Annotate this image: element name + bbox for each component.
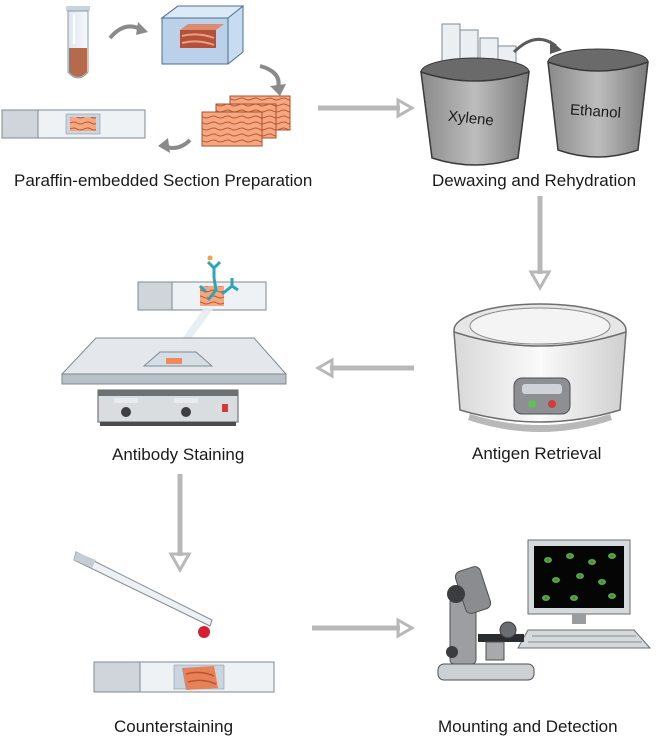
monitor-icon <box>527 539 631 624</box>
xylene-label: Xylene <box>447 108 494 130</box>
test-tube-icon <box>66 6 90 79</box>
step-label-counterstaining: Counterstaining <box>114 717 234 736</box>
step-4-illustration <box>60 255 288 426</box>
step-5-illustration <box>73 551 275 693</box>
tissue-sections-icon <box>201 95 291 147</box>
pipette-icon <box>73 551 213 638</box>
step-label-section-preparation: Paraffin-embedded Section Preparation <box>14 171 313 190</box>
pressure-cooker-icon <box>453 303 627 432</box>
step-1-illustration <box>1 5 291 153</box>
shaker-platform-icon <box>60 337 288 426</box>
reagent-bucket-icon: Ethanol <box>547 48 649 158</box>
fluorescent-cells <box>542 553 616 601</box>
embedding-cassette-icon <box>160 5 245 65</box>
step-label-mounting-detection: Mounting and Detection <box>438 717 618 736</box>
step-label-antigen-retrieval: Antigen Retrieval <box>472 444 602 463</box>
microscope-slide-icon <box>1 109 146 139</box>
step-6-illustration <box>437 539 652 681</box>
antibody-icon <box>198 255 239 301</box>
microscope-slide-icon <box>93 661 275 693</box>
microscope-icon <box>437 566 535 681</box>
step-2-illustration: Xylene Ethanol <box>420 23 649 166</box>
step-label-dewaxing: Dewaxing and Rehydration <box>432 171 637 190</box>
keyboard-icon <box>517 629 652 649</box>
reagent-bucket-icon: Xylene <box>420 57 530 166</box>
ethanol-label: Ethanol <box>570 101 622 122</box>
microscope-slide-icon <box>137 281 267 311</box>
step-label-antibody-staining: Antibody Staining <box>112 445 245 464</box>
